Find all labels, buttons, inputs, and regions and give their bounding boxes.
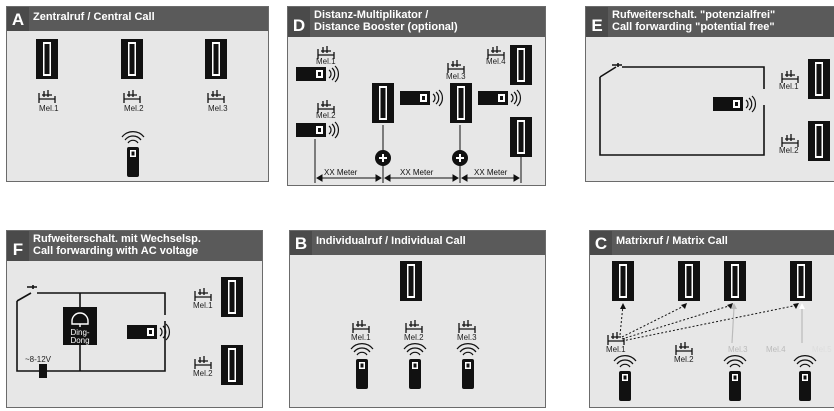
receiver-icon (221, 277, 243, 317)
panel-header: A Zentralruf / Central Call (7, 7, 268, 31)
mel-label: Mel.2 (674, 355, 694, 364)
receiver-icon (678, 261, 700, 301)
hand-transmitter-icon (793, 355, 817, 402)
receiver-icon (790, 261, 812, 301)
receiver-icon (612, 261, 634, 301)
bed-icon (352, 319, 370, 334)
bed-icon (607, 331, 625, 346)
panel-letter: C (590, 231, 612, 255)
panel-title: Distanz-Multiplikator / Distance Booster… (314, 9, 458, 33)
mel-label: Mel.3 (208, 104, 228, 113)
mel-label: Mel.2 (124, 104, 144, 113)
mel-label: Mel.3 (728, 345, 748, 354)
ac-voltage-diagram: Ding- Dong ~8-12V Mel.1 Mel.2 (16, 277, 243, 385)
mel-label: Mel.3 (457, 333, 477, 342)
central-call-diagram: Mel.1 Mel.2 Mel.3 (36, 39, 228, 178)
mel-label: Mel.1 (316, 57, 336, 66)
bell-label: Dong (70, 336, 89, 345)
receiver-icon (450, 83, 472, 123)
receiver-icon (808, 121, 830, 161)
panel-potential-free: E Rufweiterschalt. "potenzialfrei" Call … (585, 6, 834, 182)
panel-title: Rufweiterschalt. mit Wechselsp. Call for… (33, 233, 201, 257)
panel-matrix-call: C Matrixruf / Matrix Call Mel.1 Mel.2 Me… (589, 230, 834, 408)
panel-header: E Rufweiterschalt. "potenzialfrei" Call … (586, 7, 834, 37)
distance-label: XX Meter (400, 168, 434, 177)
transmitter-icon (295, 65, 340, 83)
bed-icon (458, 319, 476, 334)
panel-letter: D (288, 7, 310, 37)
mel-label: Mel.3 (446, 72, 466, 81)
panel-letter: F (7, 231, 29, 261)
receiver-icon (724, 261, 746, 301)
transmitter-icon (295, 121, 340, 139)
mel-label: Mel.2 (193, 369, 213, 378)
bed-icon (194, 287, 212, 302)
receiver-icon (510, 45, 532, 85)
hand-transmitter-icon (613, 355, 637, 402)
receiver-icon (808, 59, 830, 99)
panel-ac-voltage: F Rufweiterschalt. mit Wechselsp. Call f… (6, 230, 263, 408)
individual-call-diagram: Mel.1 Mel.2 Mel.3 (350, 261, 480, 390)
hand-transmitter-icon (456, 343, 480, 390)
panel-header: D Distanz-Multiplikator / Distance Boost… (288, 7, 545, 37)
potential-free-diagram: Mel.1 Mel.2 (599, 59, 830, 161)
distance-booster-diagram: Mel.1 Mel.2 Mel.3 Mel.4 XX Meter XX Mete… (295, 45, 532, 183)
mel-label: Mel.2 (316, 111, 336, 120)
receiver-icon (510, 117, 532, 157)
receiver-icon (221, 345, 243, 385)
panel-distance-booster: D Distanz-Multiplikator / Distance Boost… (287, 6, 546, 186)
panel-letter: E (586, 7, 608, 37)
receiver-icon (400, 261, 422, 301)
panel-header: C Matrixruf / Matrix Call (590, 231, 834, 255)
transmitter-icon (399, 89, 444, 107)
transmitter-icon (477, 89, 522, 107)
bed-icon (405, 319, 423, 334)
hand-transmitter-icon (403, 343, 427, 390)
mel-label: Mel.2 (404, 333, 424, 342)
panel-header: F Rufweiterschalt. mit Wechselsp. Call f… (7, 231, 262, 261)
bell-label: Ding- (70, 328, 89, 337)
matrix-call-diagram: Mel.1 Mel.2 Mel.3 Mel.4 Mel.5 (606, 261, 832, 402)
receiver-icon (121, 39, 143, 79)
panel-title: Rufweiterschalt. "potenzialfrei" Call fo… (612, 9, 776, 33)
hand-transmitter-icon (350, 343, 374, 390)
hand-transmitter-icon (121, 131, 145, 178)
voltage-label: ~8-12V (25, 355, 52, 364)
mel-label: Mel.1 (779, 82, 799, 91)
transmitter-icon (712, 95, 757, 113)
panel-title: Zentralruf / Central Call (33, 11, 155, 23)
hand-transmitter-icon (723, 355, 747, 402)
bed-icon (207, 89, 225, 104)
receiver-icon (205, 39, 227, 79)
bed-icon (38, 89, 56, 104)
panel-header: B Individualruf / Individual Call (290, 231, 545, 255)
receiver-icon (36, 39, 58, 79)
panel-letter: A (7, 7, 29, 31)
bed-icon (123, 89, 141, 104)
receiver-icon (372, 83, 394, 123)
distance-label: XX Meter (474, 168, 508, 177)
bed-icon (194, 355, 212, 370)
mel-label: Mel.1 (606, 345, 626, 354)
mel-label: Mel.2 (779, 146, 799, 155)
mel-label: Mel.4 (766, 345, 786, 354)
bed-icon (675, 341, 693, 356)
mel-label: Mel.1 (193, 301, 213, 310)
distance-label: XX Meter (324, 168, 358, 177)
panel-central-call: A Zentralruf / Central Call Mel.1 Mel.2 … (6, 6, 269, 182)
transmitter-icon (126, 323, 171, 341)
panel-letter: B (290, 231, 312, 255)
panel-title: Individualruf / Individual Call (316, 235, 466, 247)
panel-individual-call: B Individualruf / Individual Call Mel.1 … (289, 230, 546, 408)
panel-title: Matrixruf / Matrix Call (616, 235, 728, 247)
mel-label: Mel.5 (812, 345, 832, 354)
mel-label: Mel.1 (351, 333, 371, 342)
mel-label: Mel.1 (39, 104, 59, 113)
mel-label: Mel.4 (486, 57, 506, 66)
